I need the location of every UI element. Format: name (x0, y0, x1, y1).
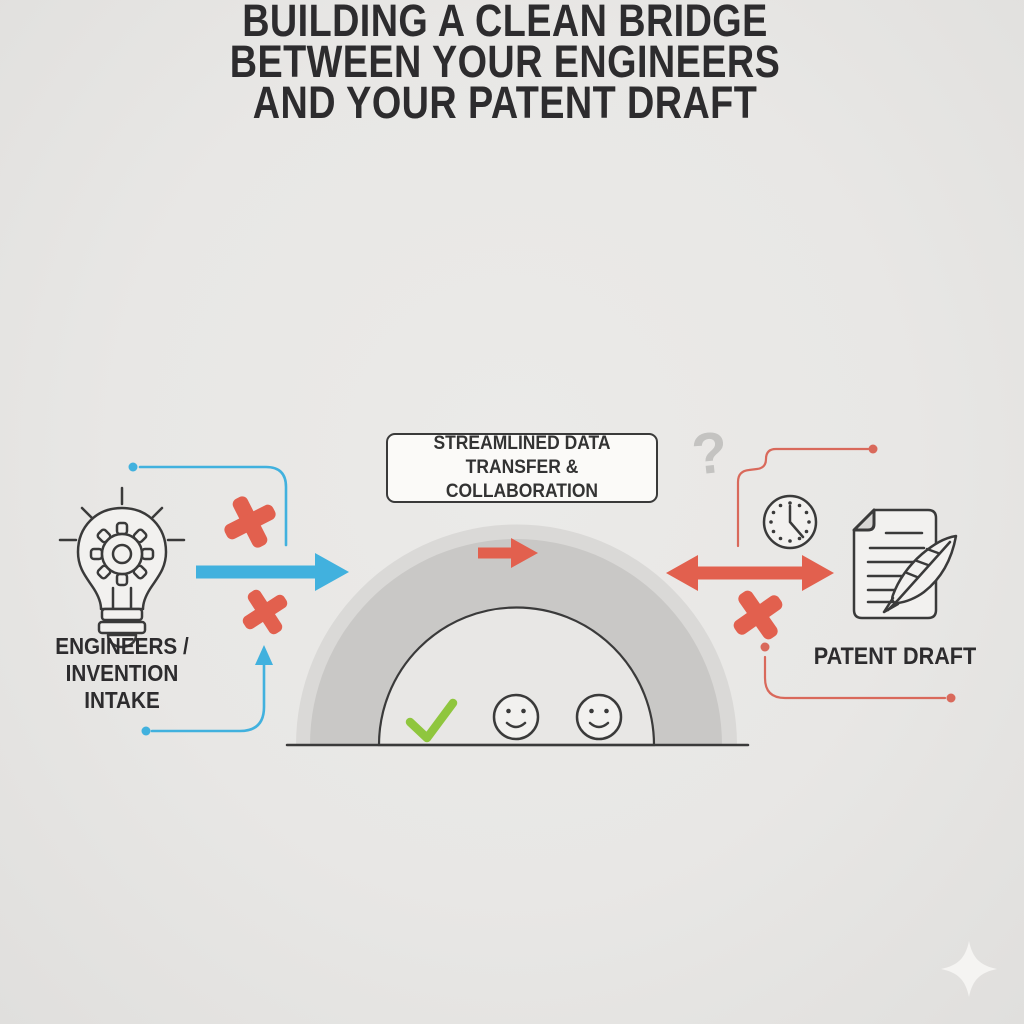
smiley-icon (575, 693, 623, 741)
gear-icon (89, 521, 155, 587)
patent-draft-label: PATENT DRAFT (813, 643, 977, 670)
lightbulb-gear-icon (58, 486, 186, 649)
question-mark-icon: ? (688, 419, 731, 488)
four-point-sparkle-icon (941, 941, 997, 997)
document-text-lines (866, 531, 926, 604)
engineers-label-line: ENGINEERS / (55, 633, 189, 659)
red-double-arrow-icon (666, 555, 834, 591)
bridge-caption-box: STREAMLINED DATA TRANSFER & COLLABORATIO… (386, 433, 658, 503)
red-connector-top (736, 444, 878, 548)
title-line: AND YOUR PATENT DRAFT (252, 77, 758, 128)
blue-connector-bottom (141, 645, 273, 736)
red-right-arrow-icon (478, 538, 538, 568)
document-quill-icon (852, 508, 958, 620)
smiley-icon (492, 693, 540, 741)
blue-right-arrow-icon (196, 553, 349, 591)
up-arrowhead-icon (255, 645, 273, 665)
quill-icon (882, 534, 958, 614)
engineers-node-label: ENGINEERS / INVENTION INTAKE (28, 633, 215, 714)
page-fold (852, 508, 876, 532)
blue-connector-top (128, 462, 288, 547)
page-title: BUILDING A CLEAN BRIDGE BETWEEN YOUR ENG… (81, 0, 929, 128)
engineers-label-line: INVENTION INTAKE (65, 660, 179, 713)
title-line: BUILDING A CLEAN BRIDGE (242, 0, 768, 46)
bridge-caption-line: TRANSFER & COLLABORATION (445, 457, 599, 502)
bridge-caption-line: STREAMLINED DATA (433, 433, 611, 454)
title-line: BETWEEN YOUR ENGINEERS (229, 36, 781, 87)
clock-icon (762, 494, 818, 550)
red-connector-bottom (760, 642, 956, 703)
x-mark-icon (242, 589, 288, 635)
x-mark-icon (733, 590, 783, 640)
checkmark-icon (405, 698, 458, 743)
x-mark-icon (224, 496, 276, 548)
